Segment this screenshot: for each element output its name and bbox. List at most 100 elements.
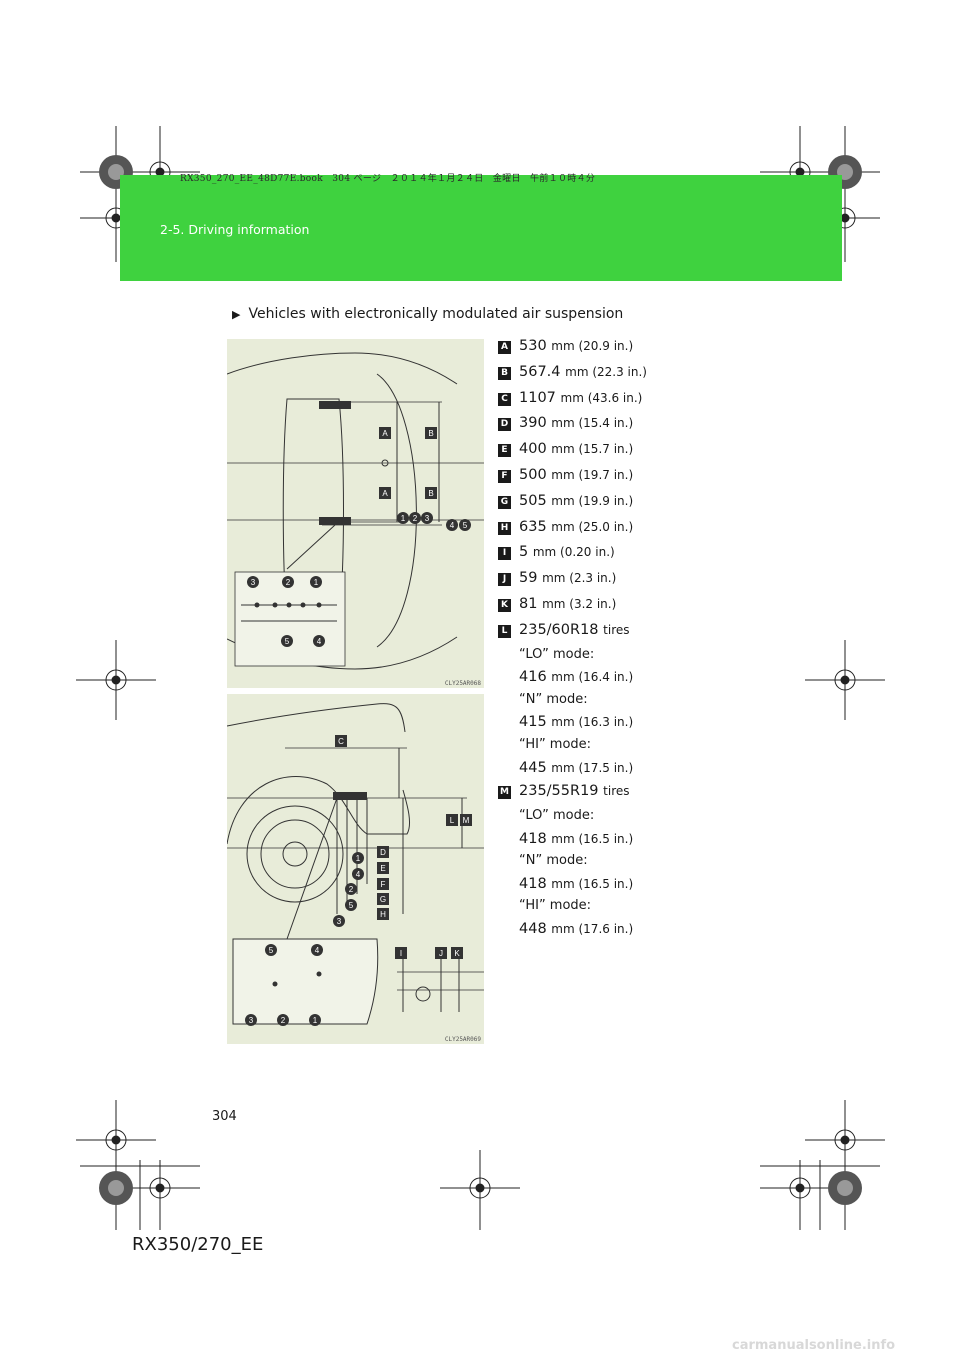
spec-value: 500 xyxy=(519,466,547,483)
figure-top-view: A B A B 1 2 3 4 5 3 2 1 5 4 CLY25AR068 xyxy=(227,339,484,688)
spec-value: 390 xyxy=(519,415,547,432)
spec-unit: mm (15.7 in.) xyxy=(551,442,634,457)
callout-1-inset-side: 1 xyxy=(313,1016,318,1025)
mode-unit: mm (16.4 in.) xyxy=(551,670,634,685)
footer-model: RX350/270_EE xyxy=(132,1234,264,1255)
spec-row: J 59 mm (2.3 in.) xyxy=(498,566,698,592)
callout-h: H xyxy=(380,910,386,919)
mode-value-row: 448 mm (17.6 in.) xyxy=(498,918,698,941)
mode-unit: mm (17.5 in.) xyxy=(551,760,634,775)
spec-unit: mm (2.3 in.) xyxy=(542,571,617,586)
mode-label: “N” mode: xyxy=(519,853,588,869)
spec-unit: mm (15.4 in.) xyxy=(551,416,634,431)
mode-value: 416 xyxy=(519,669,547,686)
spec-value: 567.4 xyxy=(519,363,561,380)
callout-g: G xyxy=(380,895,386,904)
callout-b-2: B xyxy=(428,489,433,498)
tire-word: tires xyxy=(603,784,630,799)
spec-key-badge: C xyxy=(498,392,511,406)
mode-label: “LO” mode: xyxy=(519,646,595,662)
callout-2-top: 2 xyxy=(413,514,418,523)
callout-2-side: 2 xyxy=(349,885,354,894)
callout-5-top: 5 xyxy=(463,521,468,530)
spec-unit: mm (25.0 in.) xyxy=(551,519,634,534)
side-view-diagram: C L M D E F G H 1 4 2 5 3 5 4 3 2 1 xyxy=(227,703,484,1026)
spec-value: 505 xyxy=(519,492,547,509)
callout-c: C xyxy=(338,737,344,746)
mode-value-row: 418 mm (16.5 in.) xyxy=(498,873,698,896)
mode-value: 418 xyxy=(519,830,547,847)
spec-value: 81 xyxy=(519,595,538,612)
mode-value-row: 418 mm (16.5 in.) xyxy=(498,828,698,851)
mode-label: “N” mode: xyxy=(519,691,588,707)
mode-value: 448 xyxy=(519,920,547,937)
spec-value: 5 xyxy=(519,544,529,561)
spec-value: 635 xyxy=(519,518,547,535)
spec-value: 1107 xyxy=(519,389,556,406)
spec-key-badge: J xyxy=(498,573,511,587)
spec-key-badge: F xyxy=(498,469,511,483)
spec-key-badge: I xyxy=(498,547,511,561)
callout-4-side: 4 xyxy=(356,870,361,879)
callout-2-inset-side: 2 xyxy=(281,1016,286,1025)
spec-row: D 390 mm (15.4 in.) xyxy=(498,411,698,437)
callout-2-inset: 2 xyxy=(286,578,291,587)
section-header-band xyxy=(120,175,842,281)
spec-value: 530 xyxy=(519,338,547,354)
tire-spec-row: M 235/55R19 tires xyxy=(498,779,698,805)
tire-size: 235/55R19 xyxy=(519,783,599,800)
callout-l: L xyxy=(450,816,455,825)
mode-value-row: 445 mm (17.5 in.) xyxy=(498,757,698,780)
mode-value: 418 xyxy=(519,875,547,892)
callout-3-top: 3 xyxy=(425,514,430,523)
page-number: 304 xyxy=(212,1109,237,1124)
section-title: 2-5. Driving information xyxy=(160,222,310,237)
callout-k: K xyxy=(454,949,460,958)
mode-label: “HI” mode: xyxy=(519,736,592,752)
callout-4-inset-side: 4 xyxy=(315,946,320,955)
tire-size: 235/60R18 xyxy=(519,621,599,638)
callout-3-inset-side: 3 xyxy=(249,1016,254,1025)
callout-1-inset: 1 xyxy=(314,578,319,587)
callout-4-top: 4 xyxy=(450,521,455,530)
callout-i: I xyxy=(400,949,402,958)
spec-value: 400 xyxy=(519,441,547,458)
spec-row: C 1107 mm (43.6 in.) xyxy=(498,386,698,412)
callout-a-2: A xyxy=(382,489,388,498)
callout-3-inset: 3 xyxy=(251,578,256,587)
callout-f: F xyxy=(381,880,386,889)
callout-5-inset-side: 5 xyxy=(269,946,274,955)
spec-row: K 81 mm (3.2 in.) xyxy=(498,592,698,618)
callout-1-side: 1 xyxy=(356,854,361,863)
spec-value: 59 xyxy=(519,570,538,587)
callout-1-top: 1 xyxy=(401,514,406,523)
spec-unit: mm (3.2 in.) xyxy=(542,596,617,611)
mode-unit: mm (16.5 in.) xyxy=(551,831,634,846)
mode-unit: mm (16.3 in.) xyxy=(551,715,634,730)
spec-key-badge: G xyxy=(498,495,511,509)
spec-key-badge: B xyxy=(498,366,511,380)
spec-key-badge: L xyxy=(498,624,511,638)
callout-4-inset: 4 xyxy=(317,637,322,646)
mode-value-row: 415 mm (16.3 in.) xyxy=(498,711,698,734)
mode-unit: mm (16.5 in.) xyxy=(551,876,634,891)
figure-code: CLY25AR068 xyxy=(444,680,481,687)
spec-key-badge: M xyxy=(498,786,511,800)
spec-unit: mm (43.6 in.) xyxy=(560,390,643,405)
spec-key-badge: D xyxy=(498,418,511,432)
figure-side-view: C L M D E F G H 1 4 2 5 3 5 4 3 2 1 xyxy=(227,694,484,1044)
spec-key-badge: H xyxy=(498,521,511,535)
spec-row: H 635 mm (25.0 in.) xyxy=(498,515,698,541)
callout-e: E xyxy=(380,864,385,873)
callout-a-1-bg xyxy=(379,427,391,439)
figure-code: CLY25AR069 xyxy=(444,1036,481,1043)
spec-key-badge: K xyxy=(498,598,511,612)
intro-text: Vehicles with electronically modulated a… xyxy=(248,306,624,322)
